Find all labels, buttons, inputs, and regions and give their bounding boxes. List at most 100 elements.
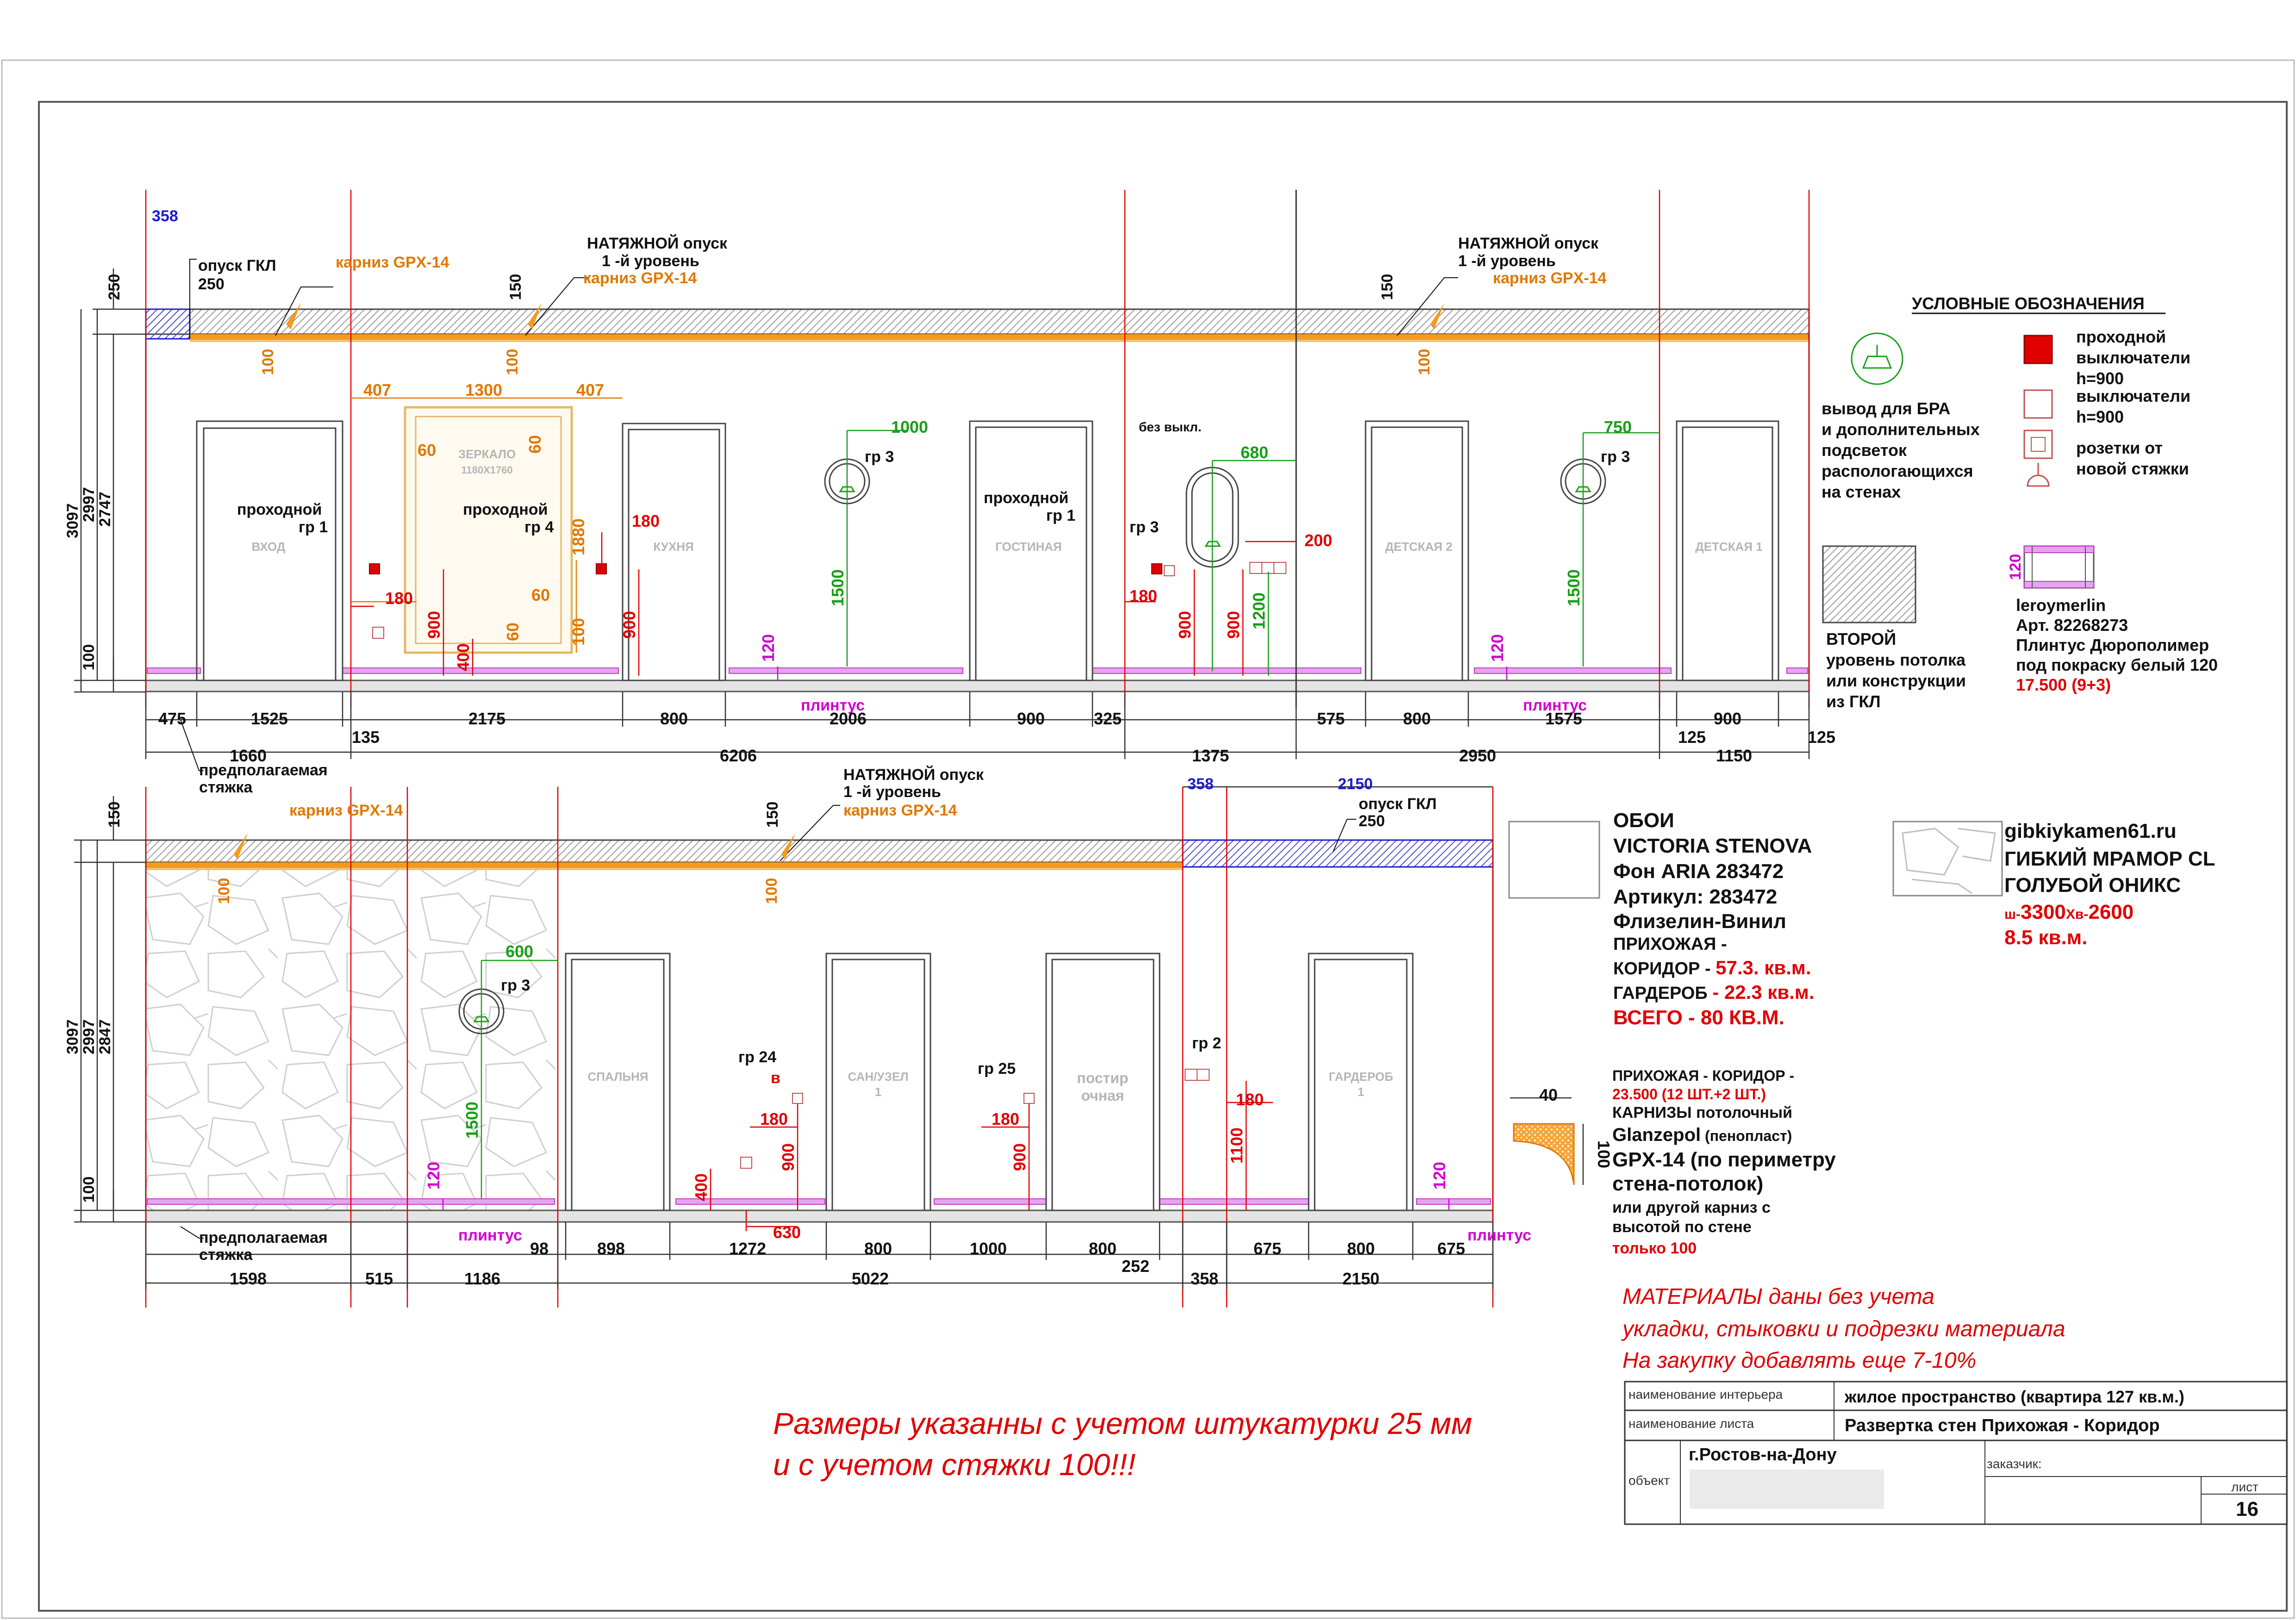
tb-address-redacted [1690,1470,1884,1509]
tb-sheet-label: наименование листа [1628,1416,1754,1431]
dim-c2150: 2150 [1342,1269,1379,1288]
room-garderob-1: ГАРДЕРОБ [1329,1070,1393,1084]
note-gr3-c: гр 3 [1601,448,1630,466]
note-natyazh-b1: НАТЯЖНОЙ опуск [1458,234,1599,252]
tb-customer-label: заказчик: [1987,1457,2042,1471]
legend-plinth-price: 17.500 (9+3) [2016,675,2111,694]
room-gostinaya: ГОСТИНАЯ [995,540,1062,554]
dim-100m: 100 [569,618,588,646]
switch-pass-legend-icon [2023,335,2053,364]
wallpaper-l3: Фон ARIA 283472 [1613,860,1784,883]
dim-100-b: 100 [80,1177,98,1203]
dim-150c: 150 [764,802,781,828]
legend: УСЛОВНЫЕ ОБОЗНАЧЕНИЯ вывод для БРА и доп… [1822,294,2218,711]
dim-v100e: 100 [763,878,780,904]
dim-1000: 1000 [891,417,928,436]
note-gr2: гр 2 [1192,1034,1221,1052]
note-karniz-c: карниз GPX-14 [1493,269,1607,287]
room-sanuzel-1: САН/УЗЕЛ [848,1070,909,1084]
dim-407a: 407 [363,380,391,399]
cornice-l9: только 100 [1612,1240,1697,1257]
marble-l2: ГОЛУБОЙ ОНИКС [2004,873,2181,897]
materials-note-1: МАТЕРИАЛЫ даны без учета [1622,1284,1934,1309]
dim-b1272: 1272 [729,1239,766,1258]
dim-c1598: 1598 [230,1269,267,1288]
dim-b800a: 800 [660,709,688,728]
room-vhod: ВХОД [252,540,286,554]
note-prohod-1d: гр 1 [1046,507,1075,524]
tb-list-label: лист [2231,1480,2259,1494]
dim-60c: 60 [531,586,550,604]
tb-interior-label: наименование интерьера [1628,1387,1783,1402]
tb-list-value: 16 [2236,1498,2259,1520]
dim-750: 750 [1604,417,1632,436]
wallpaper-l6: ПРИХОЖАЯ - [1613,935,1727,954]
bottom-elevation: СПАЛЬНЯ САН/УЗЕЛ 1 постир очная ГАРДЕРОБ… [64,766,1531,1308]
mirror-label: ЗЕРКАЛО [458,447,516,461]
room-postir-2: очная [1081,1087,1124,1104]
materials: ОБОИ VICTORIA STENOVA Фон ARIA 283472 Ар… [1508,809,2215,1029]
note-styazh-4: стяжка [199,1246,253,1264]
legend-switch-pass-3: h=900 [2076,369,2124,388]
dim-250: 250 [106,274,123,300]
dim-200: 200 [1304,531,1332,550]
legend-plinth-2: Арт. 82268273 [2016,616,2128,635]
dim-3097-b: 3097 [64,1019,81,1054]
note-karniz-d: карниз GPX-14 [289,802,403,819]
legend-socket-2: новой стяжки [2076,459,2189,478]
cornice-height: 100 [1594,1140,1613,1168]
dim-900a: 900 [424,611,443,639]
dim-c1150: 1150 [1716,746,1752,765]
legend-bra-5: на стенах [1822,482,1901,501]
cornice-l1: ПРИХОЖАЯ - КОРИДОР - [1612,1067,1794,1084]
note-plintus-d: плинтус [1467,1227,1531,1244]
marble-swatch [1892,821,2003,897]
dim-c5022: 5022 [852,1269,889,1288]
wallpaper-l5: Флизелин-Винил [1613,910,1786,933]
note-prohod-1a: проходной [237,501,322,518]
dim-1500c: 1500 [462,1102,481,1139]
room-kuhnya: КУХНЯ [653,540,694,554]
dim-600: 600 [505,942,533,961]
note-plintus-a: плинтус [801,697,865,714]
plaster-note: Размеры указанны с учетом штукатурки 25 … [773,1406,1472,1482]
wallpaper-l8: ГАРДЕРОБ - 22.3 кв.м. [1613,981,1815,1003]
dim-400-b: 400 [692,1173,711,1201]
room-postir-1: постир [1077,1070,1128,1086]
dim-3097: 3097 [64,503,81,538]
dim-180e: 180 [992,1109,1019,1128]
plaster-note-2: и с учетом стяжки 100!!! [773,1447,1136,1482]
dim-407b: 407 [576,380,604,399]
tb-sheet-value: Развертка стен Прихожая - Коридор [1845,1416,2160,1435]
plaster-note-1: Размеры указанны с учетом штукатурки 25 … [773,1406,1472,1440]
dim-b800c: 800 [864,1239,892,1258]
title-block: наименование интерьера жилое пространств… [1624,1381,2288,1525]
dim-b475: 475 [158,709,186,728]
dim-b135: 135 [352,728,380,747]
dim-180d: 180 [760,1109,788,1128]
note-gr24: гр 24 [738,1048,776,1066]
note-prohod-4b: гр 4 [524,518,554,536]
dim-900d: 900 [1224,611,1243,639]
tb-object-label: объект [1628,1473,1670,1488]
tb-object-value: г.Ростов-на-Дону [1689,1445,1837,1464]
cornice-l4: Glanzepol (пенопласт) [1612,1125,1792,1145]
note-prohod-4a: проходной [463,501,548,518]
legend-bra-2: и дополнительных [1822,420,1980,439]
note-styazh-1: предполагаемая [199,761,328,779]
dim-b800d: 800 [1089,1239,1117,1258]
dim-180a: 180 [385,589,413,608]
note-opusk-gkl-val: 250 [198,275,225,293]
dim-900f: 900 [1010,1143,1029,1171]
dim-1300: 1300 [465,380,502,399]
legend-socket-1: розетки от [2076,438,2163,457]
cornice-width: 40 [1539,1085,1558,1104]
dim-900e: 900 [779,1143,798,1171]
dim-120d: 120 [1430,1162,1449,1190]
legend-title: УСЛОВНЫЕ ОБОЗНАЧЕНИЯ [1912,294,2145,313]
bra-icon [1851,332,1903,385]
dim-680: 680 [1241,443,1268,462]
dim-630: 630 [773,1223,801,1242]
dim-1500a: 1500 [828,569,847,606]
